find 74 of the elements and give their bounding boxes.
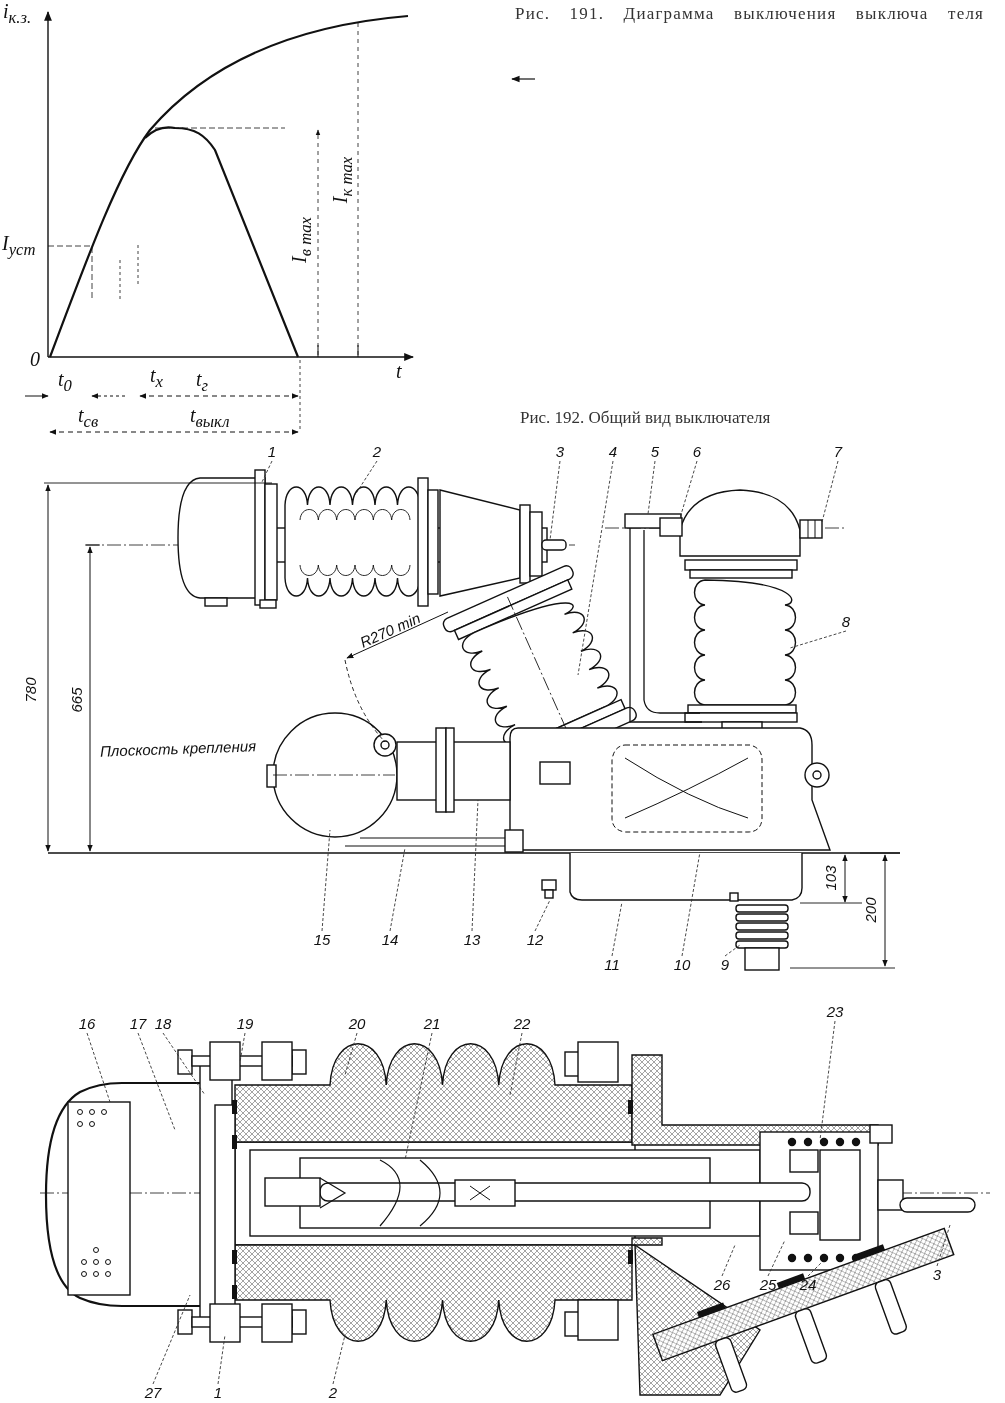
callout-number: 22 (509, 1015, 535, 1033)
axis-label: t$_{г}$ (196, 368, 209, 396)
leader-line (534, 899, 551, 932)
leader-line (724, 944, 741, 957)
callout-number: 8 (833, 613, 859, 631)
leader-line (549, 460, 561, 541)
axis-label: t (396, 360, 402, 383)
dimension-label: 780 (21, 677, 39, 703)
leader-line (577, 460, 614, 676)
callout-number: 16 (74, 1015, 100, 1033)
axis-label: I$_{уст}$ (2, 232, 36, 260)
callout-number: 7 (825, 443, 851, 461)
leader-line (239, 1032, 246, 1063)
leader-line (137, 1032, 176, 1131)
leader-line (86, 1032, 111, 1103)
callout-number: 2 (320, 1384, 346, 1402)
leader-line (217, 1334, 226, 1385)
callout-number: 9 (712, 956, 738, 974)
callout-number: 26 (709, 1276, 735, 1294)
callout-number: 27 (140, 1384, 166, 1402)
leader-line (389, 847, 406, 932)
callout-number: 6 (684, 443, 710, 461)
leader-line (721, 1244, 736, 1277)
leader-line (332, 1334, 346, 1385)
callout-number: 3 (547, 443, 573, 461)
axis-label: t$_{0}$ (58, 368, 72, 396)
figure-caption: Рис. 192. Общий вид выключателя (520, 408, 771, 428)
leader-line (821, 460, 839, 523)
callout-number: 21 (419, 1015, 445, 1033)
leader-line (261, 460, 273, 483)
axis-label: i$_{к.з.}$ (3, 0, 32, 28)
axis-label: t$_{выкл}$ (190, 404, 230, 432)
dimension-label: 665 (67, 687, 85, 713)
leader-line (681, 851, 701, 957)
leader-line (807, 1261, 823, 1277)
leader-line (321, 829, 331, 932)
callout-number: 1 (259, 443, 285, 461)
callout-number: 10 (669, 956, 695, 974)
leader-line (611, 901, 623, 957)
callout-number: 18 (150, 1015, 176, 1033)
leader-line (819, 1020, 836, 1141)
callout-number: 20 (344, 1015, 370, 1033)
axis-label: 0 (30, 348, 40, 371)
leader-line (162, 1032, 206, 1096)
callout-number: 14 (377, 931, 403, 949)
callout-number: 24 (795, 1276, 821, 1294)
callout-number: 23 (822, 1003, 848, 1021)
axis-label: t$_{x}$ (150, 364, 163, 392)
leader-line (152, 1294, 191, 1385)
callout-number: 1 (205, 1384, 231, 1402)
dimension-label: 103 (821, 865, 839, 891)
leader-line (936, 1224, 951, 1267)
leader-line (647, 460, 656, 515)
leader-line (471, 799, 479, 932)
callout-number: 2 (364, 443, 390, 461)
callout-number: 3 (924, 1266, 950, 1284)
callout-number: 4 (600, 443, 626, 461)
leader-line (679, 460, 698, 519)
surface-label: Плоскость крепления (99, 737, 257, 760)
figure-caption: Рис. 191. Диаграмма выключения выключа теля (515, 4, 985, 24)
callout-number: 15 (309, 931, 335, 949)
leader-line (354, 460, 378, 496)
dimension-label: 200 (861, 897, 879, 923)
callout-number: 11 (599, 956, 625, 974)
dimension-label: R270 min (357, 609, 423, 651)
callout-number: 19 (232, 1015, 258, 1033)
leader-line (789, 630, 847, 649)
axis-label: t$_{св}$ (78, 404, 99, 432)
callout-number: 5 (642, 443, 668, 461)
callout-number: 25 (755, 1276, 781, 1294)
callout-number: 12 (522, 931, 548, 949)
callout-number: 17 (125, 1015, 151, 1033)
leader-line (404, 1032, 433, 1161)
callout-number: 13 (459, 931, 485, 949)
